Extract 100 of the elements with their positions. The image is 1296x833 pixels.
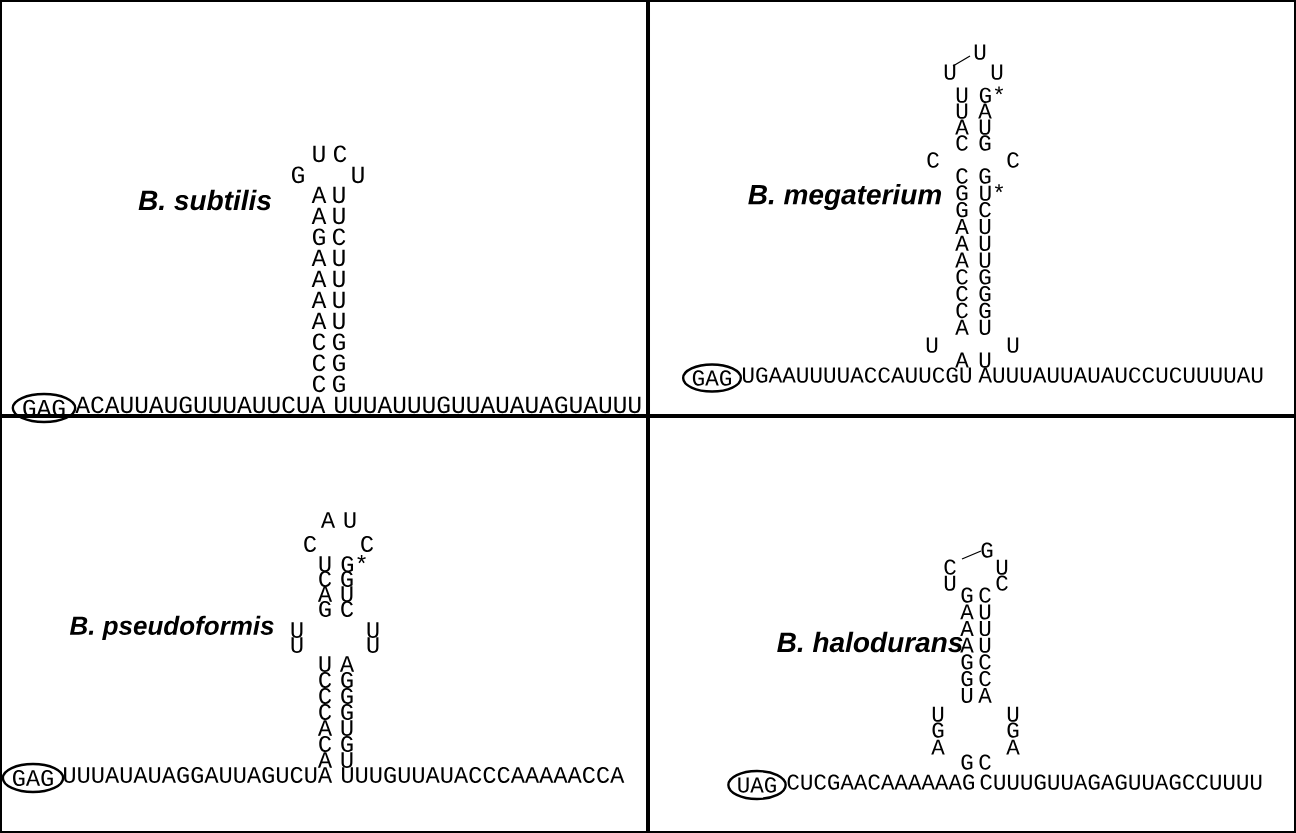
base-letter: U: [319, 556, 331, 572]
base-letter: A: [311, 270, 327, 287]
base-letter: U: [979, 352, 991, 368]
base-letter: C: [979, 587, 991, 603]
base-letter: C: [956, 269, 968, 285]
base-letter: C: [956, 135, 968, 151]
base-letter: C: [313, 333, 326, 351]
base-letter: U: [333, 207, 345, 225]
base-letter: G: [341, 671, 353, 688]
sequence-text: UGAAUUUUACCAUUCGU: [743, 367, 971, 383]
base-letter: U: [979, 219, 991, 235]
base-letter: U*: [980, 184, 1004, 201]
base-letter: U: [333, 291, 345, 309]
base-letter: U: [341, 720, 353, 736]
base-letter: A: [311, 312, 327, 329]
base-letter: G: [981, 542, 993, 558]
base-letter: A: [317, 720, 333, 736]
base-letter: U: [932, 706, 944, 722]
sequence-text: CUUUGUUAGAGUUAGCCUUUU: [980, 774, 1262, 790]
circled-codon: GAG: [1, 762, 65, 794]
base-letter: G: [979, 285, 991, 302]
base-letter: G: [341, 687, 353, 704]
base-letter: C: [319, 735, 332, 752]
base-letter: A: [955, 219, 969, 234]
base-letter: G: [961, 654, 973, 670]
base-letter: A: [978, 103, 992, 119]
base-letter: U: [367, 637, 379, 653]
base-letter: U: [319, 656, 331, 672]
base-letter: A: [311, 291, 327, 308]
base-letter: U: [979, 637, 991, 653]
base-letter: C: [956, 302, 968, 319]
base-letter: U: [1007, 706, 1019, 722]
base-letter: C: [319, 703, 332, 720]
base-letter: G: [319, 600, 331, 617]
base-letter: G: [313, 228, 325, 246]
base-letter: A: [320, 512, 336, 528]
base-letter: C: [979, 201, 991, 218]
base-letter: U: [333, 312, 345, 330]
base-letter: U: [944, 575, 956, 591]
base-letter: G: [341, 570, 353, 587]
base-letter: A: [955, 319, 969, 335]
base-letter: U: [1007, 337, 1019, 353]
base-letter: U: [996, 559, 1008, 575]
base-letter: G: [292, 166, 304, 184]
base-letter: A: [978, 687, 992, 703]
base-letter: A: [1006, 739, 1020, 755]
base-letter: C: [361, 535, 374, 552]
base-letter: A: [960, 604, 974, 620]
base-letter: G: [961, 670, 973, 687]
base-letter: C: [996, 575, 1008, 591]
base-letter: C: [313, 354, 326, 372]
base-letter: G: [932, 722, 944, 738]
base-letter: A: [955, 252, 969, 268]
base-letter: U: [979, 119, 991, 135]
base-letter: G: [333, 333, 345, 351]
base-letter: A: [339, 656, 355, 672]
base-letter: A: [311, 249, 327, 266]
base-letter: G: [979, 168, 991, 184]
base-letter: U: [956, 103, 968, 119]
base-letter: G*: [341, 554, 366, 573]
base-letter: U: [352, 166, 364, 184]
base-letter: C: [319, 570, 332, 587]
base-letter: A: [955, 235, 969, 251]
base-letter: C: [1007, 152, 1019, 168]
base-letter: C: [319, 671, 332, 688]
species-label: B. pseudoformis: [69, 615, 274, 641]
base-letter: C: [979, 754, 991, 770]
base-letter: C: [979, 670, 991, 687]
base-letter: G: [341, 735, 353, 752]
base-letter: A: [317, 752, 333, 768]
base-letter: A: [955, 119, 969, 135]
base-letter: C: [334, 145, 347, 163]
base-letter: U: [944, 64, 956, 80]
base-letter: U: [344, 512, 356, 528]
base-letter: U: [979, 621, 991, 637]
base-letter: G: [333, 354, 345, 372]
circled-codon: UAG: [727, 769, 787, 801]
base-letter: U: [341, 586, 353, 602]
species-label: B. subtilis: [138, 189, 271, 211]
base-letter: U: [367, 622, 379, 638]
base-letter: G: [961, 587, 973, 603]
sequence-text: AUUUAUUAUAUCCUCUUUUAU: [978, 367, 1263, 383]
base-letter: C: [979, 654, 991, 670]
base-letter: G: [333, 375, 345, 393]
base-letter: U: [333, 249, 345, 267]
base-letter: U: [313, 145, 325, 163]
base-letter: C: [304, 535, 317, 552]
base-letter: U: [979, 252, 991, 268]
base-letter: U: [926, 337, 938, 353]
base-letter: C: [341, 600, 354, 617]
base-letter: C: [927, 152, 939, 168]
base-letter: C: [333, 228, 346, 246]
base-letter: U: [961, 687, 973, 703]
base-letter: G: [961, 754, 973, 770]
base-letter: U: [291, 637, 303, 653]
base-letter: C: [313, 375, 326, 393]
base-letter: C: [956, 285, 968, 302]
base-letter: C: [319, 687, 332, 704]
base-letter: U: [979, 319, 991, 335]
base-letter: G: [341, 703, 353, 720]
